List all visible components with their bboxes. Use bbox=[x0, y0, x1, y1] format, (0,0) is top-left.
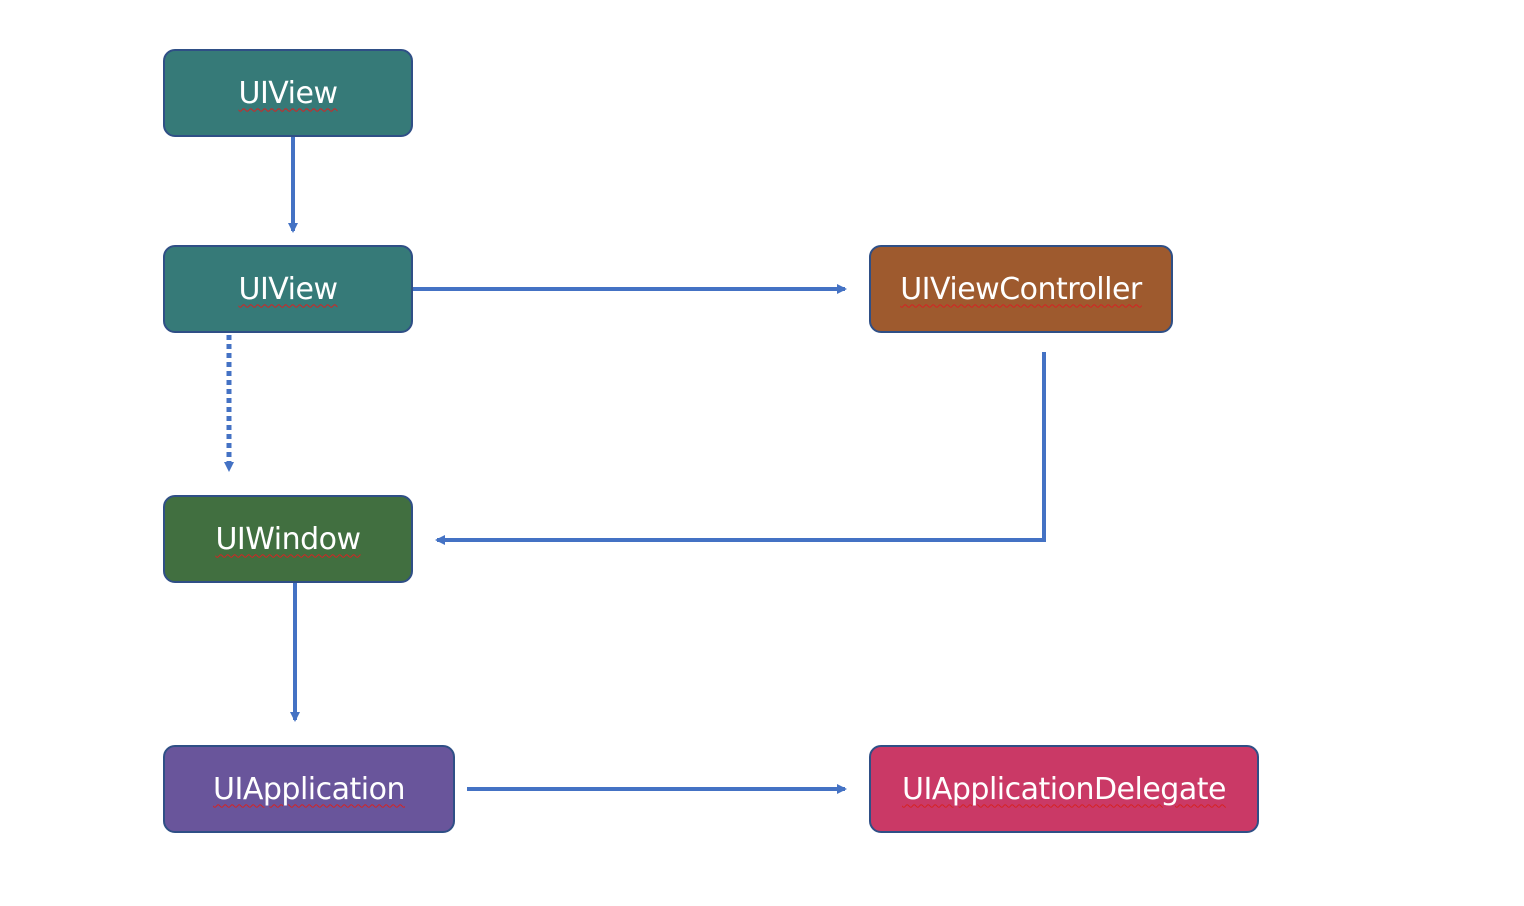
node-uiview-mid: UIView bbox=[163, 245, 413, 333]
arrow-uiviewcontroller-to-uiwindow bbox=[435, 352, 1046, 545]
node-uiapplicationdelegate-label: UIApplicationDelegate bbox=[902, 771, 1226, 807]
node-uiapplication: UIApplication bbox=[163, 745, 455, 833]
node-uiapplication-label: UIApplication bbox=[213, 771, 405, 807]
node-uiview-top-label: UIView bbox=[238, 75, 339, 111]
node-uiapplicationdelegate: UIApplicationDelegate bbox=[869, 745, 1259, 833]
node-uiviewcontroller-label: UIViewController bbox=[900, 271, 1142, 307]
node-uiview-mid-label: UIView bbox=[238, 271, 339, 307]
node-uiviewcontroller: UIViewController bbox=[869, 245, 1173, 333]
node-uiwindow-label: UIWindow bbox=[215, 521, 361, 557]
node-uiwindow: UIWindow bbox=[163, 495, 413, 583]
node-uiview-top: UIView bbox=[163, 49, 413, 137]
